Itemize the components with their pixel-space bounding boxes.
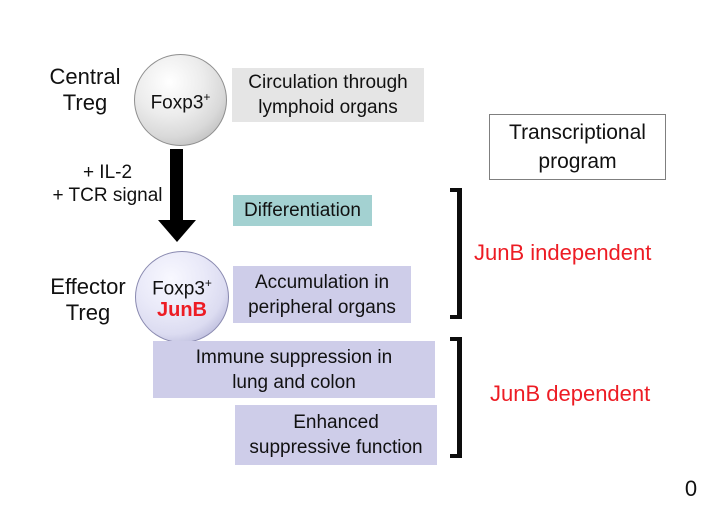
- enhanced-function-box: Enhanced suppressive function: [235, 405, 437, 465]
- accumulation-box-line2: peripheral organs: [248, 296, 396, 318]
- il2-signal-label: + IL-2: [82, 162, 133, 183]
- junb-marker: JunB: [157, 299, 207, 322]
- effector-treg-label-line1: Effector: [50, 274, 126, 299]
- effector-foxp3-marker: Foxp3+: [152, 273, 212, 299]
- junb-dependent-label: JunB dependent: [490, 381, 651, 406]
- transcriptional-program-line2: program: [538, 150, 617, 173]
- central-treg-cell-circle: Foxp3+: [134, 54, 227, 146]
- foxp3-marker: Foxp3+: [151, 87, 211, 113]
- central-treg-label: Central Treg: [40, 64, 130, 116]
- junb-independent-bracket: [450, 188, 462, 319]
- immune-suppression-box: Immune suppression in lung and colon: [153, 341, 435, 398]
- accumulation-box: Accumulation in peripheral organs: [233, 266, 411, 323]
- signal-annotation: + IL-2 + TCR signal: [35, 161, 180, 207]
- circulation-box: Circulation through lymphoid organs: [232, 68, 424, 122]
- foxp3-marker-text: Foxp3: [150, 92, 204, 114]
- slide-number: 0: [684, 476, 698, 501]
- differentiation-arrow-shaft: [170, 149, 183, 221]
- junb-independent-label: JunB independent: [474, 240, 652, 265]
- enhanced-function-box-line2: suppressive function: [249, 437, 423, 458]
- effector-foxp3-marker-text: Foxp3: [152, 278, 205, 300]
- junb-dependent-bracket: [450, 337, 462, 458]
- differentiation-arrow-head: [158, 220, 196, 242]
- effector-treg-cell-circle: Foxp3+ JunB: [135, 251, 229, 343]
- tcr-signal-label: + TCR signal: [52, 185, 163, 206]
- differentiation-box: Differentiation: [233, 195, 372, 226]
- immune-suppression-box-line1: Immune suppression in: [195, 346, 393, 368]
- foxp3-marker-superscript: +: [203, 89, 211, 104]
- transcriptional-program-box: Transcriptional program: [489, 114, 666, 180]
- effector-treg-label-line2: Treg: [65, 300, 111, 325]
- circulation-box-line1: Circulation through: [248, 72, 408, 93]
- effector-foxp3-marker-superscript: +: [204, 275, 212, 290]
- differentiation-box-label: Differentiation: [244, 200, 361, 221]
- accumulation-box-line1: Accumulation in: [254, 271, 390, 293]
- circulation-box-line2: lymphoid organs: [258, 97, 398, 118]
- enhanced-function-box-line1: Enhanced: [293, 412, 379, 433]
- central-treg-label-line2: Treg: [62, 90, 108, 115]
- central-treg-label-line1: Central: [49, 64, 121, 89]
- transcriptional-program-line1: Transcriptional: [509, 121, 646, 144]
- immune-suppression-box-line2: lung and colon: [232, 371, 356, 393]
- effector-treg-label: Effector Treg: [42, 274, 134, 326]
